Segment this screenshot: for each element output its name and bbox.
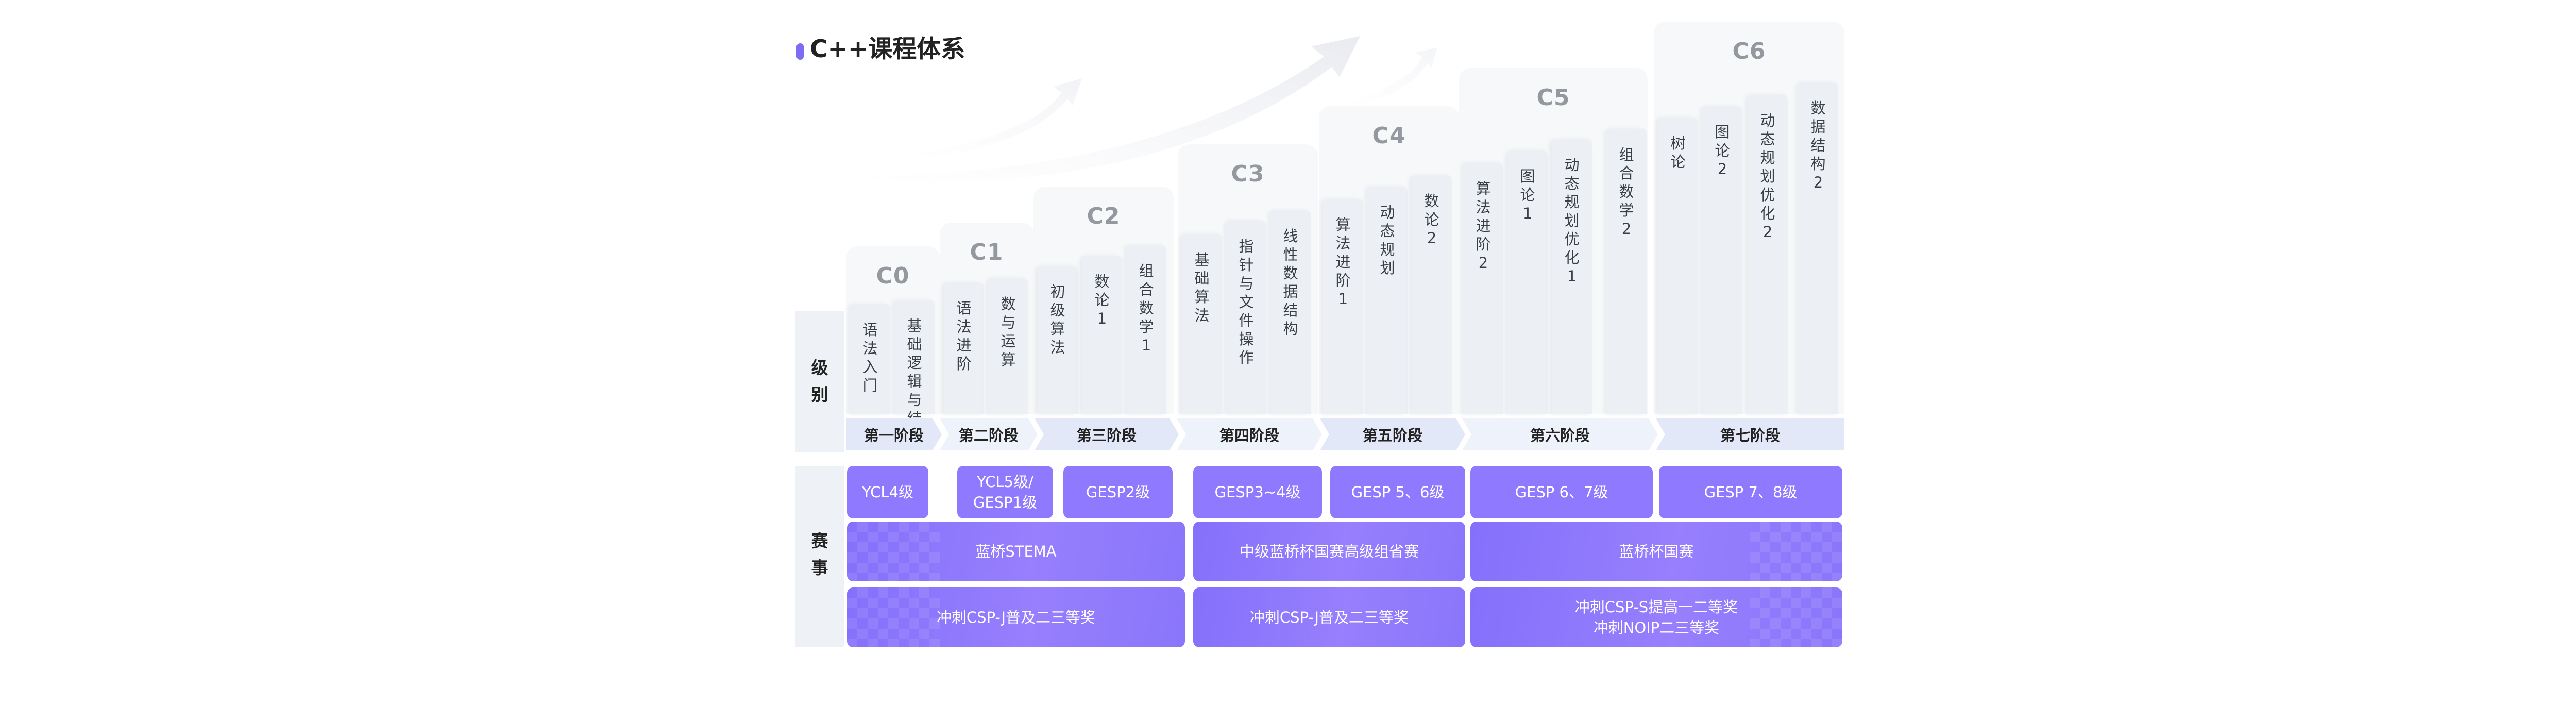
- course-column: 图论2: [1702, 106, 1742, 414]
- contest-label: 冲刺CSP-J普及二三等奖: [1249, 609, 1409, 626]
- course-column: 图论1: [1507, 150, 1548, 414]
- course-name: 指针与文件操作: [1239, 238, 1254, 366]
- stage-chevron: 第七阶段: [1656, 418, 1844, 450]
- course-column: 动态规划: [1367, 187, 1408, 414]
- course-column: 算法进阶1: [1323, 199, 1363, 414]
- level-label: C1: [970, 239, 1004, 265]
- level-label: C3: [1231, 161, 1265, 187]
- course-name: 语法入门: [862, 321, 878, 394]
- course-name: 动态规划: [1380, 204, 1395, 277]
- course-column: 线性数据结构: [1270, 210, 1311, 414]
- course-column: 数与运算: [988, 278, 1028, 414]
- level-side-label: 级别: [795, 311, 844, 452]
- decorative-pattern: [1750, 522, 1842, 581]
- decorative-pattern: [1750, 588, 1842, 647]
- decorative-pattern: [847, 588, 940, 647]
- contest-label: 冲刺CSP-S提高一二等奖 冲刺NOIP二三等奖: [1574, 598, 1738, 636]
- course-column: 算法进阶2: [1463, 163, 1503, 414]
- course-column: 基础算法: [1182, 234, 1222, 414]
- contest-label: YCL4级: [862, 483, 913, 501]
- contest-box: 冲刺CSP-J普及二三等奖: [1193, 588, 1465, 647]
- level-label: C0: [876, 263, 910, 289]
- contest-box: 蓝桥杯国赛: [1470, 522, 1842, 581]
- course-name: 数论1: [1094, 273, 1110, 327]
- course-column: 基础逻辑与结构: [894, 300, 935, 446]
- course-name: 初级算法: [1050, 283, 1065, 356]
- course-column: 树论: [1658, 118, 1698, 414]
- course-name: 数据结构2: [1810, 99, 1826, 191]
- contest-box: GESP2级: [1063, 466, 1173, 518]
- contest-box: YCL5级/ GESP1级: [957, 466, 1053, 518]
- course-name: 数与运算: [1001, 295, 1016, 368]
- stage-chevron: 第四阶段: [1177, 418, 1322, 450]
- contest-box: 蓝桥STEMA: [847, 522, 1185, 581]
- course-column: 指针与文件操作: [1226, 221, 1266, 414]
- stage-chevron: 第六阶段: [1462, 418, 1658, 450]
- title-accent-bar: [796, 43, 804, 60]
- contest-box: 冲刺CSP-J普及二三等奖: [847, 588, 1185, 647]
- course-column: 数论2: [1412, 175, 1452, 414]
- course-name: 算法进阶1: [1335, 216, 1351, 308]
- course-column: 动态规划优化2: [1748, 95, 1788, 414]
- contest-box: GESP 6、7级: [1470, 466, 1653, 518]
- contest-label: 冲刺CSP-J普及二三等奖: [936, 609, 1096, 626]
- course-name: 组合数学2: [1619, 146, 1634, 238]
- contest-label: 蓝桥STEMA: [975, 543, 1057, 560]
- course-name: 动态规划优化2: [1760, 112, 1775, 241]
- level-side-text: 级别: [811, 358, 828, 405]
- contest-label: GESP3~4级: [1214, 483, 1301, 501]
- course-column: 数论1: [1082, 256, 1122, 414]
- level-label: C5: [1536, 85, 1570, 111]
- course-column: 数据结构2: [1798, 82, 1838, 414]
- course-name: 基础算法: [1194, 251, 1210, 324]
- course-column: 语法入门: [850, 304, 890, 414]
- course-name: 语法进阶: [956, 299, 972, 373]
- stage-chevron: 第一阶段: [846, 418, 942, 450]
- decorative-pattern: [847, 522, 940, 581]
- contest-label: GESP2级: [1086, 483, 1150, 501]
- contest-box: GESP3~4级: [1193, 466, 1322, 518]
- contest-label: 蓝桥杯国赛: [1619, 543, 1694, 560]
- course-column: 组合数学1: [1126, 245, 1166, 414]
- contest-box: YCL4级: [847, 466, 928, 518]
- contest-box: 冲刺CSP-S提高一二等奖 冲刺NOIP二三等奖: [1470, 588, 1842, 647]
- course-column: 动态规划优化1: [1552, 139, 1592, 414]
- course-name: 图论1: [1520, 167, 1535, 222]
- contest-box: 中级蓝桥杯国赛高级组省赛: [1193, 522, 1465, 581]
- page-title: C++课程体系: [810, 35, 965, 63]
- contest-label: GESP 5、6级: [1351, 483, 1445, 501]
- course-name: 组合数学1: [1139, 262, 1154, 354]
- contest-box: GESP 5、6级: [1330, 466, 1465, 518]
- contest-label: GESP 6、7级: [1515, 483, 1608, 501]
- stage-chevron: 第二阶段: [940, 418, 1038, 450]
- contest-label: GESP 7、8级: [1704, 483, 1798, 501]
- course-name: 数论2: [1424, 192, 1439, 247]
- course-name: 算法进阶2: [1476, 180, 1491, 272]
- level-label: C4: [1372, 123, 1406, 149]
- stage-chevron: 第五阶段: [1320, 418, 1465, 450]
- level-label: C2: [1087, 203, 1121, 229]
- growth-arrow-decoration: [866, 36, 1437, 183]
- course-name: 图论2: [1715, 123, 1730, 178]
- course-name: 线性数据结构: [1283, 227, 1298, 338]
- contest-label: 中级蓝桥杯国赛高级组省赛: [1239, 543, 1419, 560]
- contest-side-label: 赛事: [795, 466, 844, 647]
- course-name: 动态规划优化1: [1564, 156, 1580, 285]
- stage-chevron: 第三阶段: [1035, 418, 1179, 450]
- level-label: C6: [1732, 38, 1766, 64]
- course-column: 语法进阶: [944, 282, 984, 414]
- course-name: 树论: [1670, 135, 1686, 171]
- contest-box: GESP 7、8级: [1659, 466, 1842, 518]
- course-column: 初级算法: [1038, 266, 1078, 414]
- contest-label: YCL5级/ GESP1级: [973, 473, 1038, 511]
- contest-side-text: 赛事: [811, 531, 828, 578]
- course-column: 组合数学2: [1606, 129, 1647, 414]
